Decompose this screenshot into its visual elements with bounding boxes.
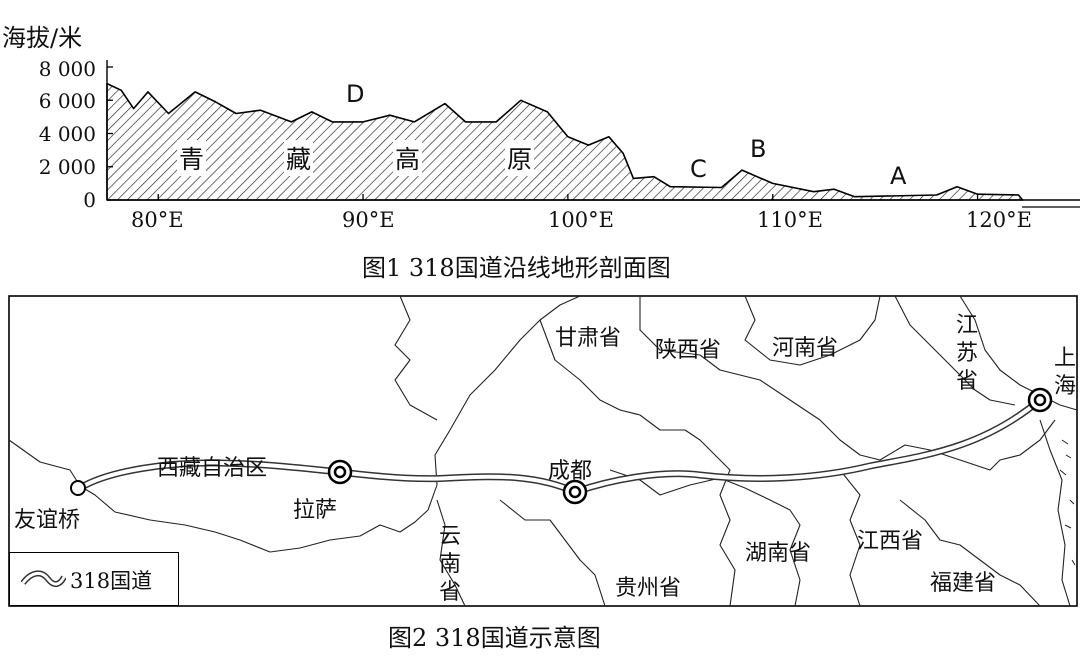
label-jiangsu: 江苏省	[955, 313, 978, 394]
label-xizang: 西藏自治区	[157, 456, 268, 481]
label-guizhou: 贵州省	[615, 576, 682, 601]
label-gansu: 甘肃省	[555, 326, 622, 351]
map-legend: 318国道	[9, 552, 179, 606]
legend-road-symbol	[20, 570, 66, 587]
plateau-char-gao: 高	[393, 140, 423, 176]
y-tick-8000: 8 000	[38, 57, 96, 81]
label-yunnan: 云南省	[438, 524, 461, 605]
chengdu-marker	[562, 479, 588, 505]
x-ticks	[157, 194, 979, 200]
y-ticks	[107, 66, 113, 201]
x-tick-120e: 120°E	[966, 208, 1032, 232]
lhasa-marker	[327, 459, 353, 485]
elevation-area	[106, 82, 1024, 201]
y-tick-2000: 2 000	[38, 155, 96, 179]
map-frame	[8, 295, 1078, 607]
x-tick-80e: 80°E	[131, 208, 184, 232]
point-b-label: B	[750, 135, 767, 163]
point-c-label: C	[690, 155, 707, 183]
legend-label: 318国道	[70, 569, 153, 593]
fig1-caption: 图1 318国道沿线地形剖面图	[362, 254, 671, 282]
youyiqiao-marker	[70, 480, 86, 496]
label-jiangxi: 江西省	[857, 529, 924, 554]
y-tick-6000: 6 000	[38, 89, 96, 113]
coastline-islands	[1059, 439, 1076, 566]
x-tick-100e: 100°E	[548, 208, 614, 232]
label-chengdu: 成都	[548, 459, 593, 484]
label-hunan: 湖南省	[745, 541, 812, 566]
label-shanghai: 上海	[1053, 346, 1076, 399]
y-tick-4000: 4 000	[38, 122, 96, 146]
y-tick-0: 0	[83, 188, 96, 212]
x-tick-110e: 110°E	[757, 208, 823, 232]
point-a-label: A	[890, 162, 907, 190]
label-henan: 河南省	[772, 336, 839, 361]
point-d-label: D	[346, 80, 365, 108]
label-fujian: 福建省	[930, 571, 997, 596]
label-shaanxi: 陕西省	[655, 338, 722, 363]
plateau-char-yuan: 原	[505, 140, 535, 176]
route-318-highway	[78, 397, 1043, 496]
plateau-char-zang: 藏	[284, 140, 314, 176]
fig2-caption: 图2 318国道示意图	[388, 624, 601, 652]
plateau-char-qing: 青	[177, 140, 207, 176]
label-youyiqiao: 友谊桥	[14, 508, 81, 533]
province-boundaries	[8, 295, 1078, 607]
shanghai-marker	[1027, 387, 1053, 413]
x-tick-90e: 90°E	[342, 208, 395, 232]
label-lhasa: 拉萨	[293, 498, 338, 523]
y-axis-label: 海拔/米	[2, 24, 83, 52]
profile-plot	[106, 60, 1080, 208]
